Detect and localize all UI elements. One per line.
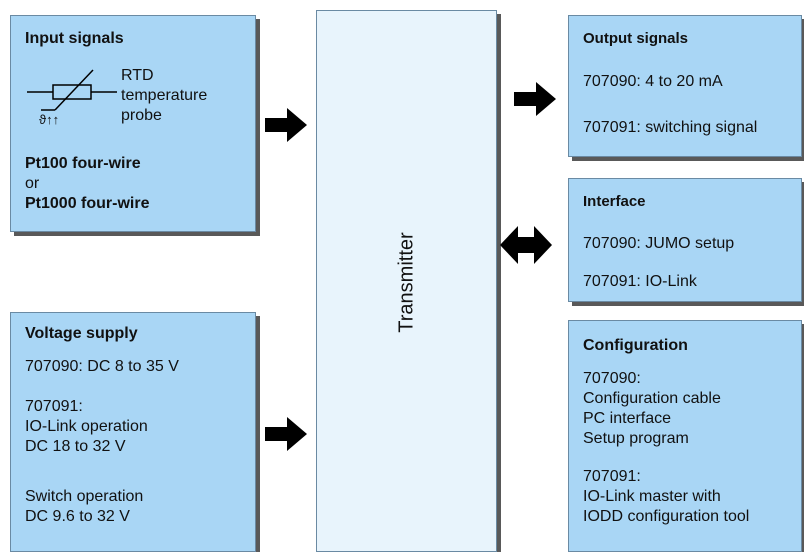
input-signals-title: Input signals bbox=[25, 30, 124, 47]
arrow-right-output-icon bbox=[514, 82, 556, 116]
supply-line-3: IO-Link operation bbox=[25, 418, 148, 435]
pt100-label: Pt100 four-wire bbox=[25, 155, 141, 172]
probe-line-1: RTD bbox=[121, 67, 154, 84]
voltage-supply-box: Voltage supply 707090: DC 8 to 35 V 7070… bbox=[10, 312, 256, 552]
config-line-7: IODD configuration tool bbox=[583, 508, 750, 525]
supply-line-1: 707090: DC 8 to 35 V bbox=[25, 358, 179, 375]
probe-line-2: temperature bbox=[121, 87, 208, 104]
interface-title: Interface bbox=[583, 193, 646, 210]
output-line-1: 707090: 4 to 20 mA bbox=[583, 73, 723, 90]
config-line-4: Setup program bbox=[583, 430, 689, 447]
arrow-right-supply-icon bbox=[265, 417, 307, 451]
supply-line-2: 707091: bbox=[25, 398, 83, 415]
probe-line-3: probe bbox=[121, 107, 162, 124]
arrow-right-input-icon bbox=[265, 108, 307, 142]
output-line-2: 707091: switching signal bbox=[583, 119, 758, 136]
interface-line-1: 707090: JUMO setup bbox=[583, 235, 735, 252]
configuration-box: Configuration 707090: Configuration cabl… bbox=[568, 320, 802, 552]
config-line-1: 707090: bbox=[583, 370, 641, 387]
or-label: or bbox=[25, 175, 40, 192]
supply-line-5: Switch operation bbox=[25, 488, 144, 505]
interface-box: Interface 707090: JUMO setup 707091: IO-… bbox=[568, 178, 802, 302]
supply-line-6: DC 9.6 to 32 V bbox=[25, 508, 130, 525]
transmitter-block: Transmitter bbox=[316, 10, 497, 552]
arrow-bidirectional-icon bbox=[500, 226, 552, 264]
output-signals-title: Output signals bbox=[583, 30, 688, 47]
output-signals-box: Output signals 707090: 4 to 20 mA 707091… bbox=[568, 15, 802, 157]
rtd-symbol-label: ϑ↑↑ bbox=[39, 112, 60, 127]
config-line-5: 707091: bbox=[583, 468, 641, 485]
supply-line-4: DC 18 to 32 V bbox=[25, 438, 126, 455]
interface-line-2: 707091: IO-Link bbox=[583, 273, 697, 290]
rtd-symbol-icon bbox=[27, 69, 117, 111]
config-line-6: IO-Link master with bbox=[583, 488, 721, 505]
config-line-3: PC interface bbox=[583, 410, 672, 427]
voltage-supply-title: Voltage supply bbox=[25, 325, 138, 342]
config-line-2: Configuration cable bbox=[583, 390, 721, 407]
input-signals-box: Input signals ϑ↑↑ RTD temperature probe … bbox=[10, 15, 256, 232]
pt1000-label: Pt1000 four-wire bbox=[25, 195, 150, 212]
transmitter-label: Transmitter bbox=[395, 232, 418, 333]
configuration-title: Configuration bbox=[583, 337, 688, 354]
